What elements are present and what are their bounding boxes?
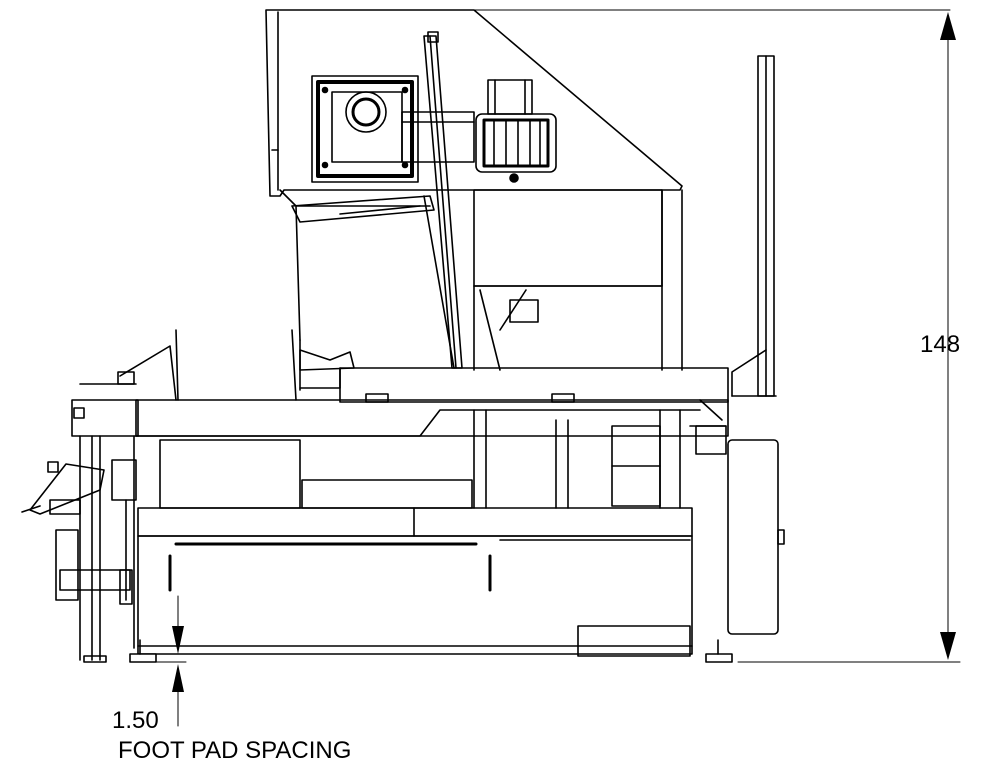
rear-guard-post <box>731 55 777 397</box>
blade-guide-arm <box>291 31 463 391</box>
work-table <box>135 367 729 437</box>
foot-pad-caption: FOOT PAD SPACING <box>118 737 351 764</box>
mid-cabinet <box>159 409 681 509</box>
vise-jaws <box>119 329 355 401</box>
height-dimension-label: 148 <box>920 331 960 358</box>
drive-motor <box>475 79 557 183</box>
foot-pads <box>129 639 733 663</box>
height-dimension <box>473 9 961 663</box>
foot-pad-value-label: 1.50 <box>112 707 159 734</box>
column-frame <box>473 189 683 371</box>
arrow-down-icon <box>940 632 956 660</box>
infeed-stand <box>21 371 139 663</box>
base-cabinet <box>137 507 693 657</box>
idler-wheel-cover <box>311 75 419 183</box>
gearbox <box>401 111 475 163</box>
arrow-up-icon <box>940 12 956 40</box>
arrow-up-small-icon <box>172 664 184 692</box>
arrow-down-small-icon <box>172 626 184 654</box>
coolant-unit <box>689 425 785 635</box>
foot-pad-dimension <box>155 595 187 727</box>
